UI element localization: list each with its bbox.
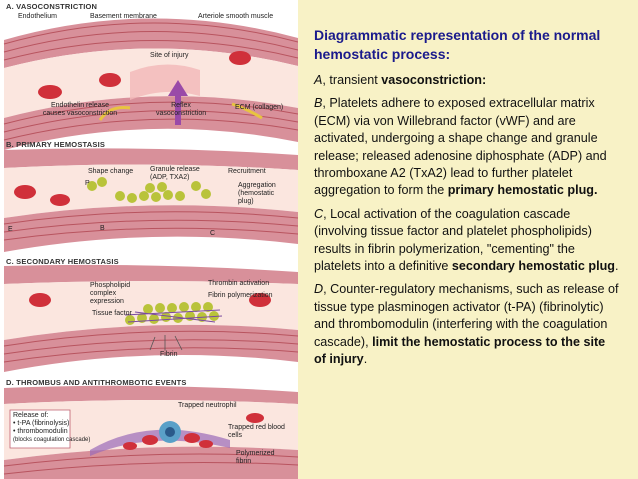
label-site-of-injury: Site of injury bbox=[150, 52, 189, 59]
ecm-arrow-icon bbox=[231, 102, 263, 120]
fibrin-strands bbox=[124, 309, 223, 323]
panel-title: Diagrammatic representation of the norma… bbox=[314, 27, 601, 62]
platelet bbox=[157, 182, 167, 192]
platelet bbox=[175, 191, 185, 201]
reflex-arrow-icon bbox=[168, 80, 188, 125]
platelet bbox=[163, 190, 173, 200]
platelet bbox=[145, 183, 155, 193]
platelet bbox=[97, 177, 107, 187]
red-blood-cell bbox=[246, 413, 264, 423]
red-blood-cell bbox=[123, 442, 137, 450]
label-endothelin: Endothelin release causes vasoconstricti… bbox=[42, 102, 118, 117]
platelet bbox=[143, 304, 153, 314]
label-recruitment: Recruitment bbox=[228, 168, 266, 175]
label-e: E bbox=[8, 226, 13, 233]
red-blood-cell bbox=[184, 433, 200, 443]
release-box bbox=[9, 409, 71, 449]
platelet bbox=[125, 315, 135, 325]
platelet bbox=[191, 302, 201, 312]
label-granule-release: Granule release (ADP, TXA2) bbox=[150, 166, 200, 181]
label-basement-membrane: Basement membrane bbox=[90, 13, 157, 20]
platelet bbox=[209, 311, 219, 321]
platelet bbox=[179, 302, 189, 312]
platelet bbox=[151, 192, 161, 202]
paragraph-a: A, transient vasoconstriction: bbox=[314, 73, 487, 87]
paragraph-b: B, Platelets adhere to exposed extracell… bbox=[314, 96, 607, 198]
section-c-title: C. SECONDARY HEMOSTASIS bbox=[6, 257, 119, 266]
label-smooth-muscle: Arteriole smooth muscle bbox=[198, 13, 274, 20]
red-blood-cell bbox=[142, 435, 158, 445]
vessel-c bbox=[3, 264, 298, 372]
label-thrombin: Thrombin activation bbox=[208, 280, 270, 287]
platelet bbox=[167, 303, 177, 313]
fibrin-pointer bbox=[149, 335, 183, 351]
label-p: P bbox=[85, 180, 90, 187]
section-b-title: B. PRIMARY HEMOSTASIS bbox=[6, 140, 106, 149]
label-trapped-rbc: Trapped red blood cells bbox=[228, 424, 285, 439]
hemostasis-figure: A. VASOCONSTRICTION B. PRIMARY HEMOSTASI… bbox=[0, 0, 298, 479]
section-a-title: A. VASOCONSTRICTION bbox=[6, 2, 98, 11]
label-shape-change: Shape change bbox=[88, 168, 134, 175]
label-polymerized-fibrin: Polymerized fibrin bbox=[236, 450, 275, 465]
platelet bbox=[115, 191, 125, 201]
label-aggregation: Aggregation (hemostatic plug) bbox=[238, 182, 276, 205]
paragraph-d: D, Counter-regulatory mechanisms, such a… bbox=[314, 282, 619, 367]
label-ecm: ECM (collagen) bbox=[235, 104, 284, 111]
platelet bbox=[155, 303, 165, 313]
red-blood-cell bbox=[99, 73, 121, 87]
vessel-a bbox=[3, 18, 298, 150]
red-blood-cell bbox=[229, 51, 251, 65]
platelet bbox=[201, 189, 211, 199]
platelet bbox=[191, 181, 201, 191]
vessel-b bbox=[3, 148, 298, 252]
paragraph-c: C, Local activation of the coagulation c… bbox=[314, 206, 619, 274]
red-blood-cell bbox=[14, 185, 36, 199]
red-blood-cell bbox=[38, 85, 62, 99]
platelet bbox=[127, 193, 137, 203]
platelet bbox=[87, 181, 97, 191]
hemostasis-diagram bbox=[3, 18, 298, 479]
red-blood-cell bbox=[50, 194, 70, 206]
platelet bbox=[149, 314, 159, 324]
label-blocks-cascade: (blocks coagulation cascade) bbox=[13, 437, 91, 443]
label-endothelium: Endothelium bbox=[18, 13, 57, 20]
vessel-d bbox=[3, 385, 298, 479]
label-phospholipid: Phospholipid complex expression bbox=[90, 282, 131, 305]
section-d-title: D. THROMBUS AND ANTITHROMBOTIC EVENTS bbox=[6, 378, 187, 387]
red-blood-cell bbox=[199, 440, 213, 448]
platelet bbox=[173, 313, 183, 323]
label-c: C bbox=[210, 230, 216, 237]
platelet bbox=[139, 191, 149, 201]
label-fibrin: Fibrin bbox=[160, 351, 178, 358]
label-tpa: • t-PA (fibrinolysis) bbox=[13, 420, 70, 427]
label-b: B bbox=[100, 225, 105, 232]
endothelin-arrow-icon bbox=[98, 106, 131, 121]
platelet bbox=[203, 302, 213, 312]
label-fibrin-polymerization: Fibrin polymerization bbox=[208, 292, 273, 299]
label-thrombomodulin: • thrombomodulin bbox=[13, 428, 68, 435]
red-blood-cell bbox=[249, 293, 271, 307]
red-blood-cell bbox=[29, 293, 51, 307]
label-reflex: Reflex vasoconstriction bbox=[156, 102, 207, 117]
label-tissue-factor: Tissue factor bbox=[92, 310, 132, 317]
label-trapped-neutrophil: Trapped neutrophil bbox=[178, 402, 237, 409]
label-release-of: Release of: bbox=[13, 412, 49, 419]
description-panel: Diagrammatic representation of the norma… bbox=[314, 26, 619, 375]
